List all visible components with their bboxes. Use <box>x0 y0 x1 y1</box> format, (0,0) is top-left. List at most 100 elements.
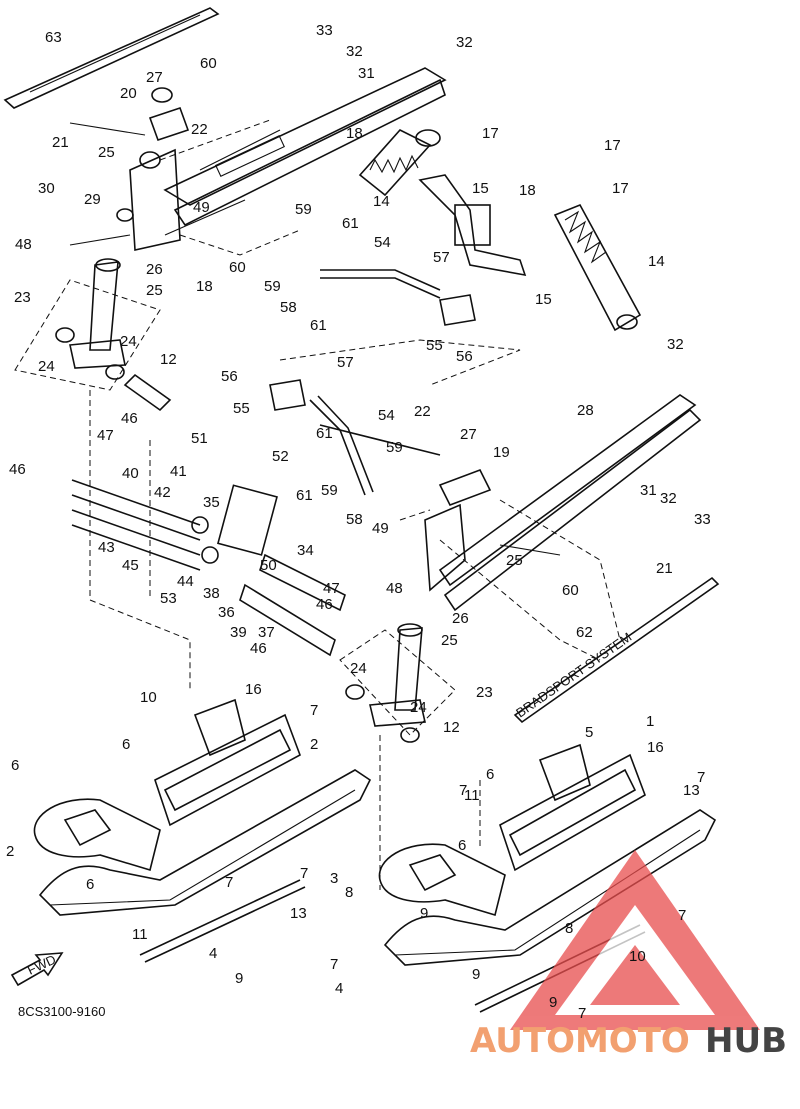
callout-number: 9 <box>235 970 243 987</box>
callout-number: 49 <box>193 199 210 216</box>
callout-number: 44 <box>177 573 194 590</box>
callout-number: 16 <box>245 681 262 698</box>
callout-number: 9 <box>472 966 480 983</box>
callout-number: 19 <box>493 444 510 461</box>
diagram-code: 8CS3100-9160 <box>18 1004 105 1019</box>
callout-number: 20 <box>120 85 137 102</box>
callout-number: 33 <box>316 22 333 39</box>
callout-number: 28 <box>577 402 594 419</box>
callout-number: 62 <box>576 624 593 641</box>
callout-number: 25 <box>506 552 523 569</box>
callout-number: 32 <box>346 43 363 60</box>
callout-number: 35 <box>203 494 220 511</box>
callout-number: 46 <box>121 410 138 427</box>
callout-number: 46 <box>250 640 267 657</box>
callout-number: 17 <box>612 180 629 197</box>
callout-number: 55 <box>426 337 443 354</box>
callout-number: 10 <box>140 689 157 706</box>
callout-number: 16 <box>647 739 664 756</box>
callout-number: 14 <box>648 253 665 270</box>
callout-number: 55 <box>233 400 250 417</box>
callout-number: 60 <box>229 259 246 276</box>
callout-number: 58 <box>346 511 363 528</box>
callout-number: 6 <box>458 837 466 854</box>
svg-text:BRADSPORT SYSTEM: BRADSPORT SYSTEM <box>513 629 634 720</box>
callout-number: 27 <box>460 426 477 443</box>
spindle-left <box>14 258 161 391</box>
callout-number: 49 <box>372 520 389 537</box>
callout-number: 54 <box>378 407 395 424</box>
callout-number: 40 <box>122 465 139 482</box>
callout-number: 59 <box>386 439 403 456</box>
callout-number: 60 <box>200 55 217 72</box>
callout-number: 48 <box>386 580 403 597</box>
callout-number: 2 <box>310 736 318 753</box>
callout-number: 26 <box>452 610 469 627</box>
callout-number: 63 <box>45 29 62 46</box>
callout-number: 6 <box>122 736 130 753</box>
callout-number: 57 <box>433 249 450 266</box>
watermark-logo <box>510 850 760 1030</box>
callout-number: 24 <box>120 333 137 350</box>
callout-number: 8 <box>565 920 573 937</box>
callout-number: 53 <box>160 590 177 607</box>
callout-number: 56 <box>456 348 473 365</box>
callout-number: 52 <box>272 448 289 465</box>
callout-number: 61 <box>342 215 359 232</box>
callout-number: 48 <box>15 236 32 253</box>
callout-number: 59 <box>321 482 338 499</box>
callout-number: 21 <box>52 134 69 151</box>
callout-number: 51 <box>191 430 208 447</box>
watermark-text-part2: HUB <box>705 1021 787 1061</box>
callout-number: 15 <box>535 291 552 308</box>
callout-number: 31 <box>358 65 375 82</box>
callout-number: 7 <box>459 782 467 799</box>
upper-arm-right <box>424 468 561 592</box>
callout-number: 61 <box>296 487 313 504</box>
callout-number: 25 <box>441 632 458 649</box>
callout-number: 15 <box>472 180 489 197</box>
callout-number: 34 <box>297 542 314 559</box>
callout-number: 24 <box>410 699 427 716</box>
callout-number: 41 <box>170 463 187 480</box>
callout-number: 12 <box>443 719 460 736</box>
callout-number: 7 <box>678 907 686 924</box>
callout-number: 6 <box>11 757 19 774</box>
callout-number: 9 <box>549 994 557 1011</box>
fwd-label: FWD <box>25 952 58 978</box>
callout-number: 5 <box>585 724 593 741</box>
callout-number: 3 <box>330 870 338 887</box>
callout-number: 43 <box>98 539 115 556</box>
callout-number: 7 <box>697 769 705 786</box>
callout-number: 59 <box>295 201 312 218</box>
callout-number: 42 <box>154 484 171 501</box>
callout-number: 18 <box>519 182 536 199</box>
callout-number: 37 <box>258 624 275 641</box>
callout-number: 22 <box>414 403 431 420</box>
slide-rail-upper <box>163 67 447 227</box>
callout-number: 46 <box>9 461 26 478</box>
callout-number: 23 <box>476 684 493 701</box>
callout-number: 7 <box>310 702 318 719</box>
callout-number: 47 <box>323 580 340 597</box>
watermark-text-part1: AUTOMOTO <box>470 1021 690 1061</box>
fwd-arrow-icon: FWD <box>10 952 64 987</box>
shock-absorber-left <box>358 129 441 197</box>
callout-number: 29 <box>84 191 101 208</box>
rail-62: BRADSPORT SYSTEM <box>513 576 720 724</box>
callout-number: 39 <box>230 624 247 641</box>
callout-number: 13 <box>290 905 307 922</box>
slide-rail-28 <box>438 394 702 612</box>
callout-number: 21 <box>656 560 673 577</box>
callout-number: 59 <box>264 278 281 295</box>
callout-number: 17 <box>604 137 621 154</box>
callout-number: 60 <box>562 582 579 599</box>
spindle-right <box>339 623 456 743</box>
callout-number: 50 <box>260 557 277 574</box>
callout-number: 12 <box>160 351 177 368</box>
upper-arm-assembly <box>69 87 246 251</box>
callout-number: 10 <box>629 948 646 965</box>
callout-number: 47 <box>97 427 114 444</box>
callout-number: 33 <box>694 511 711 528</box>
